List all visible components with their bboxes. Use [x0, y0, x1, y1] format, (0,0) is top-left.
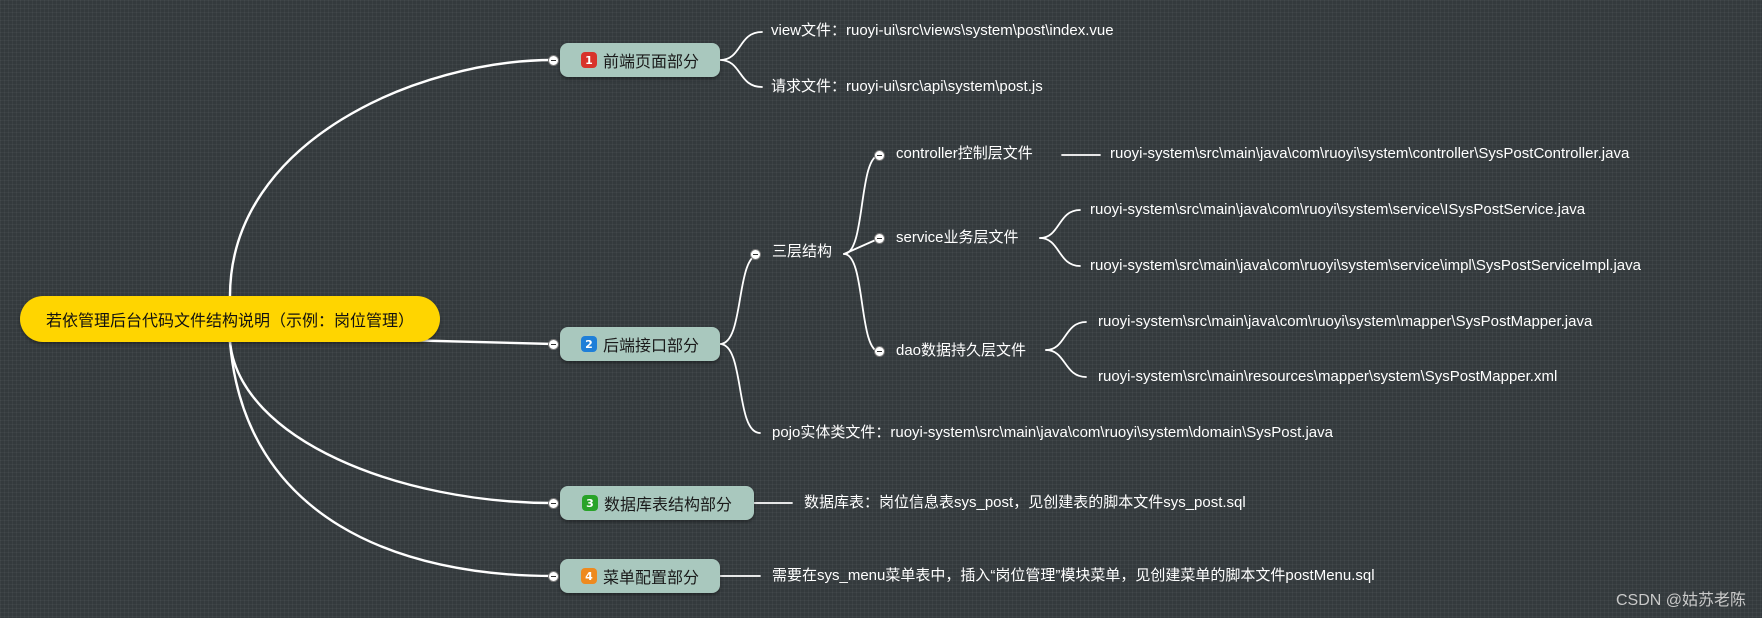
branch-label: 前端页面部分	[602, 54, 699, 71]
collapse-toggle[interactable]	[548, 339, 559, 350]
collapse-toggle[interactable]	[874, 150, 885, 161]
collapse-toggle[interactable]	[548, 498, 559, 509]
root-label: 若依管理后台代码文件结构说明（示例：岗位管理）	[45, 313, 414, 330]
branch-database[interactable]: 3 数据库表结构部分	[560, 486, 754, 520]
three-layer-node[interactable]: 三层结构	[772, 243, 833, 260]
pojo-file-node[interactable]: pojo实体类文件：ruoyi-system\src\main\java\com…	[772, 424, 1333, 441]
branch-label: 后端接口部分	[602, 338, 699, 355]
root-node[interactable]: 若依管理后台代码文件结构说明（示例：岗位管理）	[20, 296, 440, 342]
collapse-toggle[interactable]	[750, 249, 761, 260]
number-badge: 4	[580, 568, 597, 584]
watermark: CSDN @姑苏老陈	[1615, 592, 1746, 609]
collapse-toggle[interactable]	[874, 233, 885, 244]
controller-node[interactable]: controller控制层文件	[896, 145, 1033, 162]
view-file-node[interactable]: view文件：ruoyi-ui\src\views\system\post\in…	[771, 22, 1114, 39]
collapse-toggle[interactable]	[548, 571, 559, 582]
number-badge: 2	[580, 336, 597, 352]
service-impl-file-node[interactable]: ruoyi-system\src\main\java\com\ruoyi\sys…	[1090, 257, 1641, 274]
menu-config-node[interactable]: 需要在sys_menu菜单表中，插入“岗位管理”模块菜单，见创建菜单的脚本文件p…	[772, 567, 1375, 584]
branch-label: 菜单配置部分	[602, 570, 699, 587]
collapse-toggle[interactable]	[548, 55, 559, 66]
branch-label: 数据库表结构部分	[603, 497, 732, 514]
number-badge: 1	[580, 52, 597, 68]
database-table-node[interactable]: 数据库表：岗位信息表sys_post，见创建表的脚本文件sys_post.sql	[804, 494, 1246, 511]
mapper-java-file-node[interactable]: ruoyi-system\src\main\java\com\ruoyi\sys…	[1098, 313, 1593, 330]
branch-backend[interactable]: 2 后端接口部分	[560, 327, 720, 361]
service-interface-file-node[interactable]: ruoyi-system\src\main\java\com\ruoyi\sys…	[1090, 201, 1586, 218]
mapper-xml-file-node[interactable]: ruoyi-system\src\main\resources\mapper\s…	[1098, 368, 1558, 385]
dao-node[interactable]: dao数据持久层文件	[896, 342, 1027, 359]
api-file-node[interactable]: 请求文件：ruoyi-ui\src\api\system\post.js	[771, 78, 1043, 95]
number-badge: 3	[581, 495, 598, 511]
controller-file-node[interactable]: ruoyi-system\src\main\java\com\ruoyi\sys…	[1110, 145, 1630, 162]
collapse-toggle[interactable]	[874, 346, 885, 357]
branch-frontend[interactable]: 1 前端页面部分	[560, 43, 720, 77]
service-node[interactable]: service业务层文件	[896, 229, 1019, 246]
branch-menu[interactable]: 4 菜单配置部分	[560, 559, 720, 593]
